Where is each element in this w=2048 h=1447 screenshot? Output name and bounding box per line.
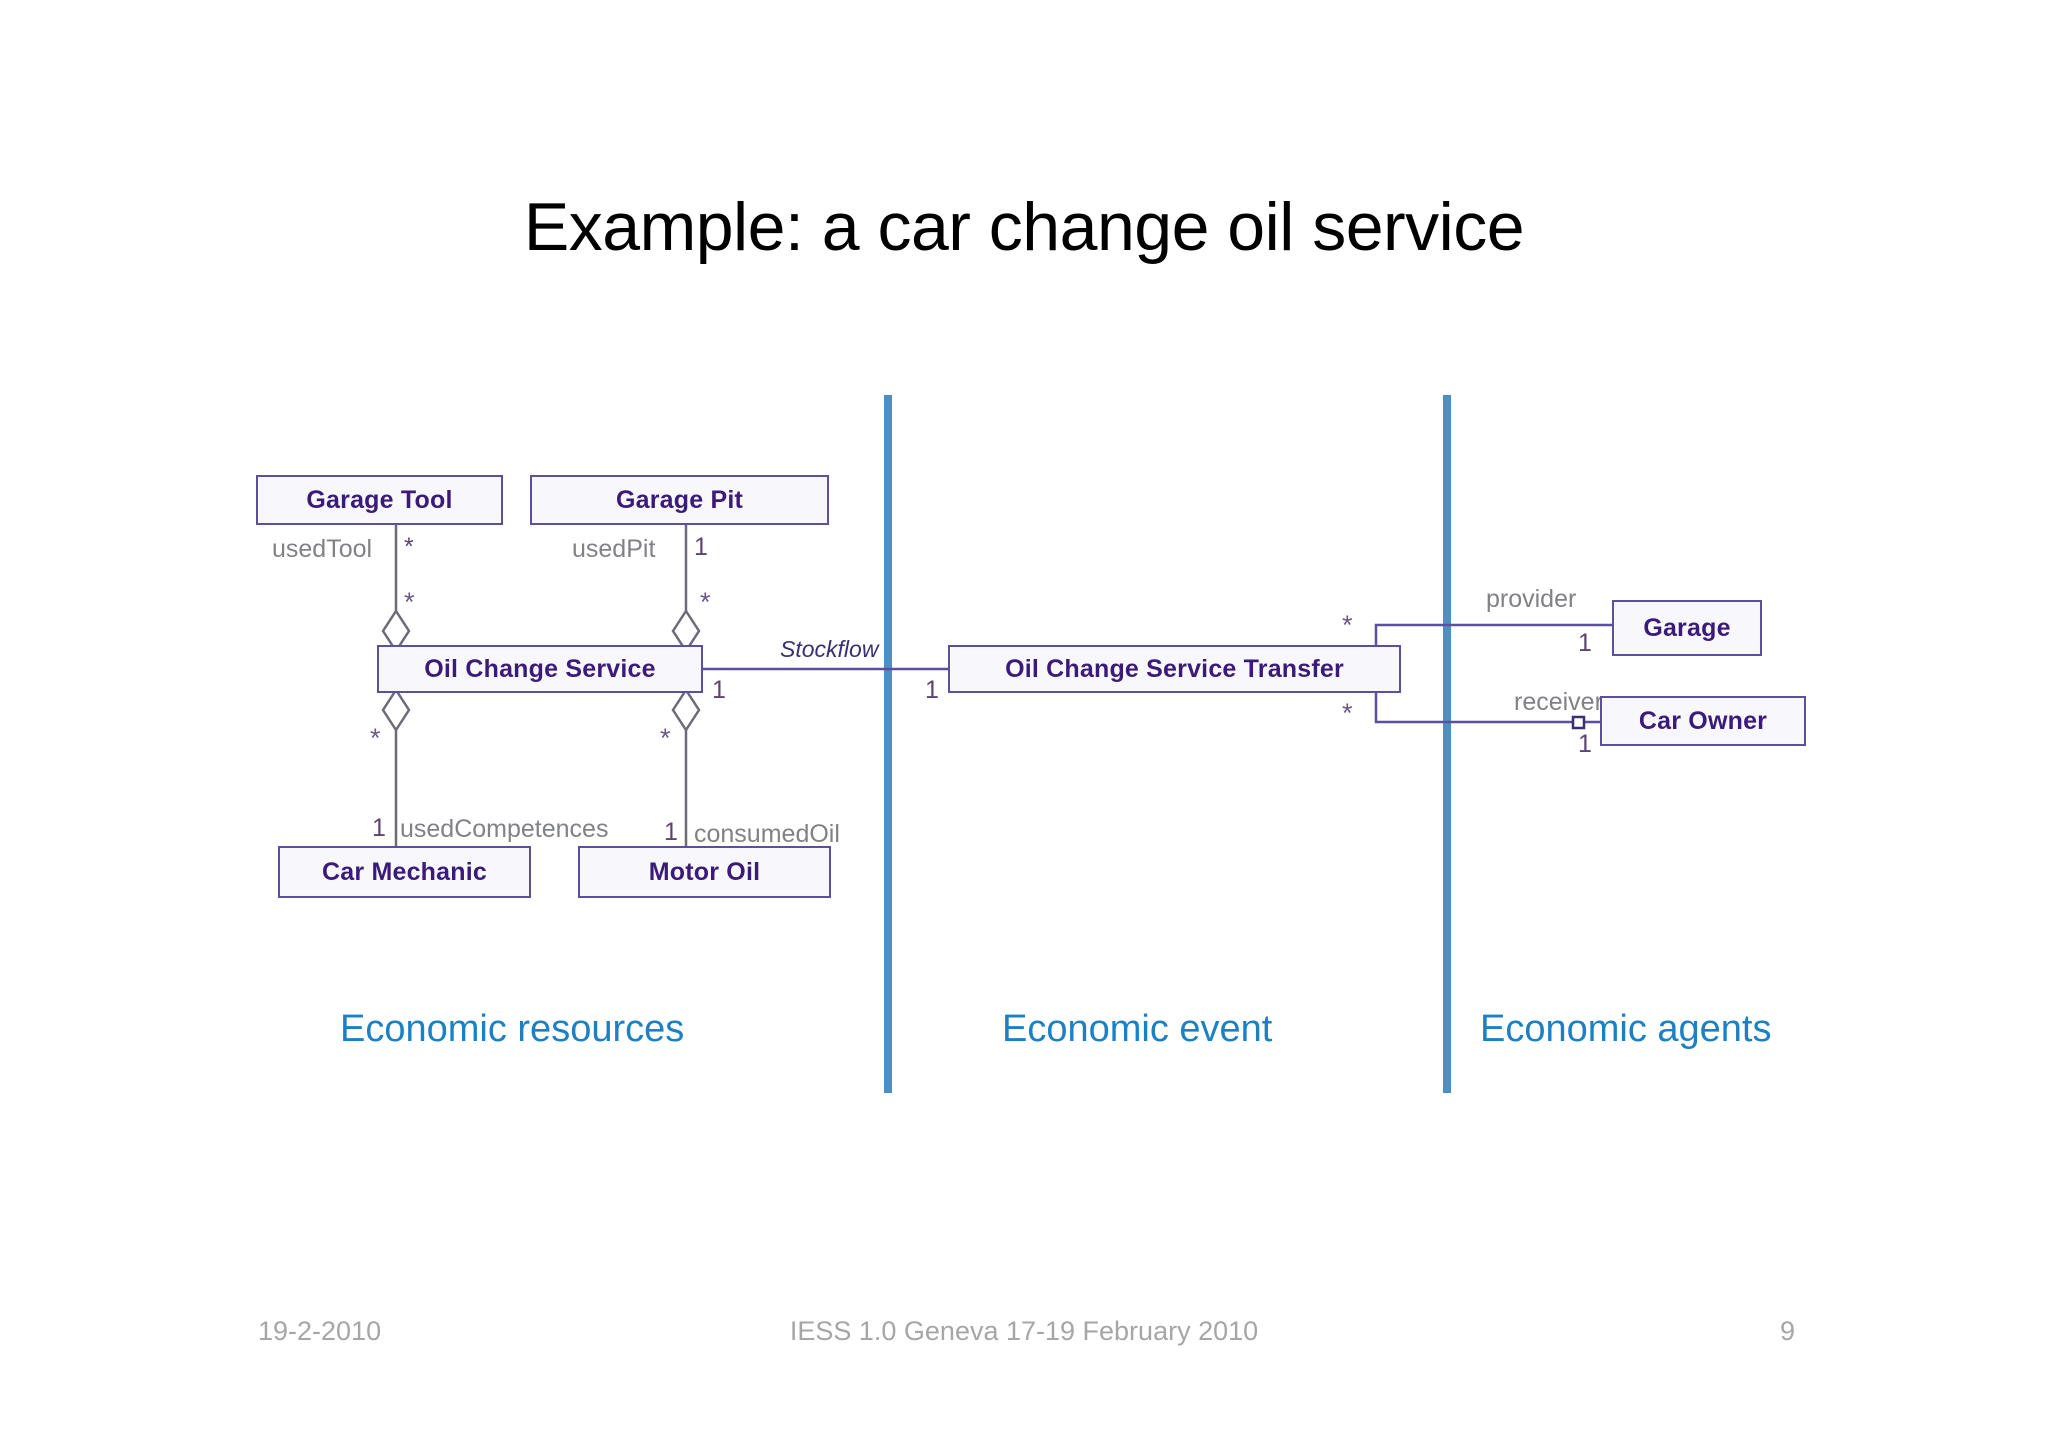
association-role-usedtool: usedTool [272, 535, 373, 563]
uml-class-oil-change-service-transfer[interactable]: Oil Change Service Transfer [948, 645, 1401, 693]
multiplicity-oil-change-stockflow-end: 1 [712, 676, 726, 704]
multiplicity-transfer-stockflow-end: 1 [925, 676, 939, 704]
multiplicity-garage-end: 1 [1578, 629, 1592, 657]
uml-class-car-mechanic[interactable]: Car Mechanic [278, 846, 531, 898]
section-caption-economic-resources: Economic resources [340, 1008, 685, 1050]
uml-class-name: Garage [1643, 613, 1731, 642]
association-role-provider: provider [1486, 585, 1577, 613]
association-role-usedpit: usedPit [572, 535, 656, 563]
association-role-usedcompetences: usedCompetences [400, 815, 609, 843]
uml-class-name: Garage Pit [615, 485, 744, 514]
aggregation-diamond-usedcompetences [381, 687, 411, 733]
uml-class-name: Oil Change Service Transfer [1005, 654, 1344, 683]
association-role-consumedoil: consumedOil [694, 820, 840, 848]
page-title: Example: a car change oil service [523, 189, 1525, 265]
footer-page-number: 9 [1780, 1316, 1796, 1346]
multiplicity-provider-transfer-end: * [1342, 610, 1353, 640]
uml-class-name: Motor Oil [648, 857, 761, 886]
section-caption-economic-event: Economic event [1002, 1008, 1273, 1050]
uml-class-name: Garage Tool [306, 485, 453, 514]
multiplicity-usedtool-aggregate-end: * [404, 587, 415, 617]
footer-event-name: IESS 1.0 Geneva 17-19 February 2010 [789, 1316, 1259, 1346]
footer-date: 19-2-2010 [258, 1316, 382, 1346]
multiplicity-usedpit-aggregate-end: * [700, 587, 711, 617]
aggregation-diamond-consumedoil [671, 687, 701, 733]
multiplicity-usedcompetences-aggregate-end: * [370, 723, 381, 753]
uml-class-garage-tool[interactable]: Garage Tool [256, 475, 503, 525]
multiplicity-consumedoil-aggregate-end: * [660, 723, 671, 753]
association-end-marker-receiver [1571, 715, 1586, 730]
multiplicity-car-mechanic-end: 1 [372, 814, 386, 842]
association-role-receiver: receiver [1514, 688, 1603, 716]
multiplicity-car-owner-end: 1 [1578, 730, 1592, 758]
connector-receiver [1374, 693, 1600, 724]
uml-class-garage[interactable]: Garage [1612, 600, 1762, 656]
section-caption-economic-agents: Economic agents [1480, 1008, 1772, 1050]
uml-class-garage-pit[interactable]: Garage Pit [530, 475, 829, 525]
uml-class-name: Car Mechanic [322, 857, 487, 886]
connector-provider [1374, 623, 1612, 645]
uml-class-name: Car Owner [1638, 706, 1768, 735]
uml-class-name: Oil Change Service [424, 654, 656, 683]
uml-class-car-owner[interactable]: Car Owner [1600, 696, 1806, 746]
multiplicity-garage-pit-end: 1 [694, 533, 708, 561]
association-role-stockflow: Stockflow [780, 636, 879, 662]
uml-class-oil-change-service[interactable]: Oil Change Service [377, 645, 703, 693]
uml-class-motor-oil[interactable]: Motor Oil [578, 846, 831, 898]
multiplicity-motor-oil-end: 1 [664, 818, 678, 846]
multiplicity-receiver-transfer-end: * [1342, 698, 1353, 728]
multiplicity-garage-tool-end: * [404, 533, 414, 561]
